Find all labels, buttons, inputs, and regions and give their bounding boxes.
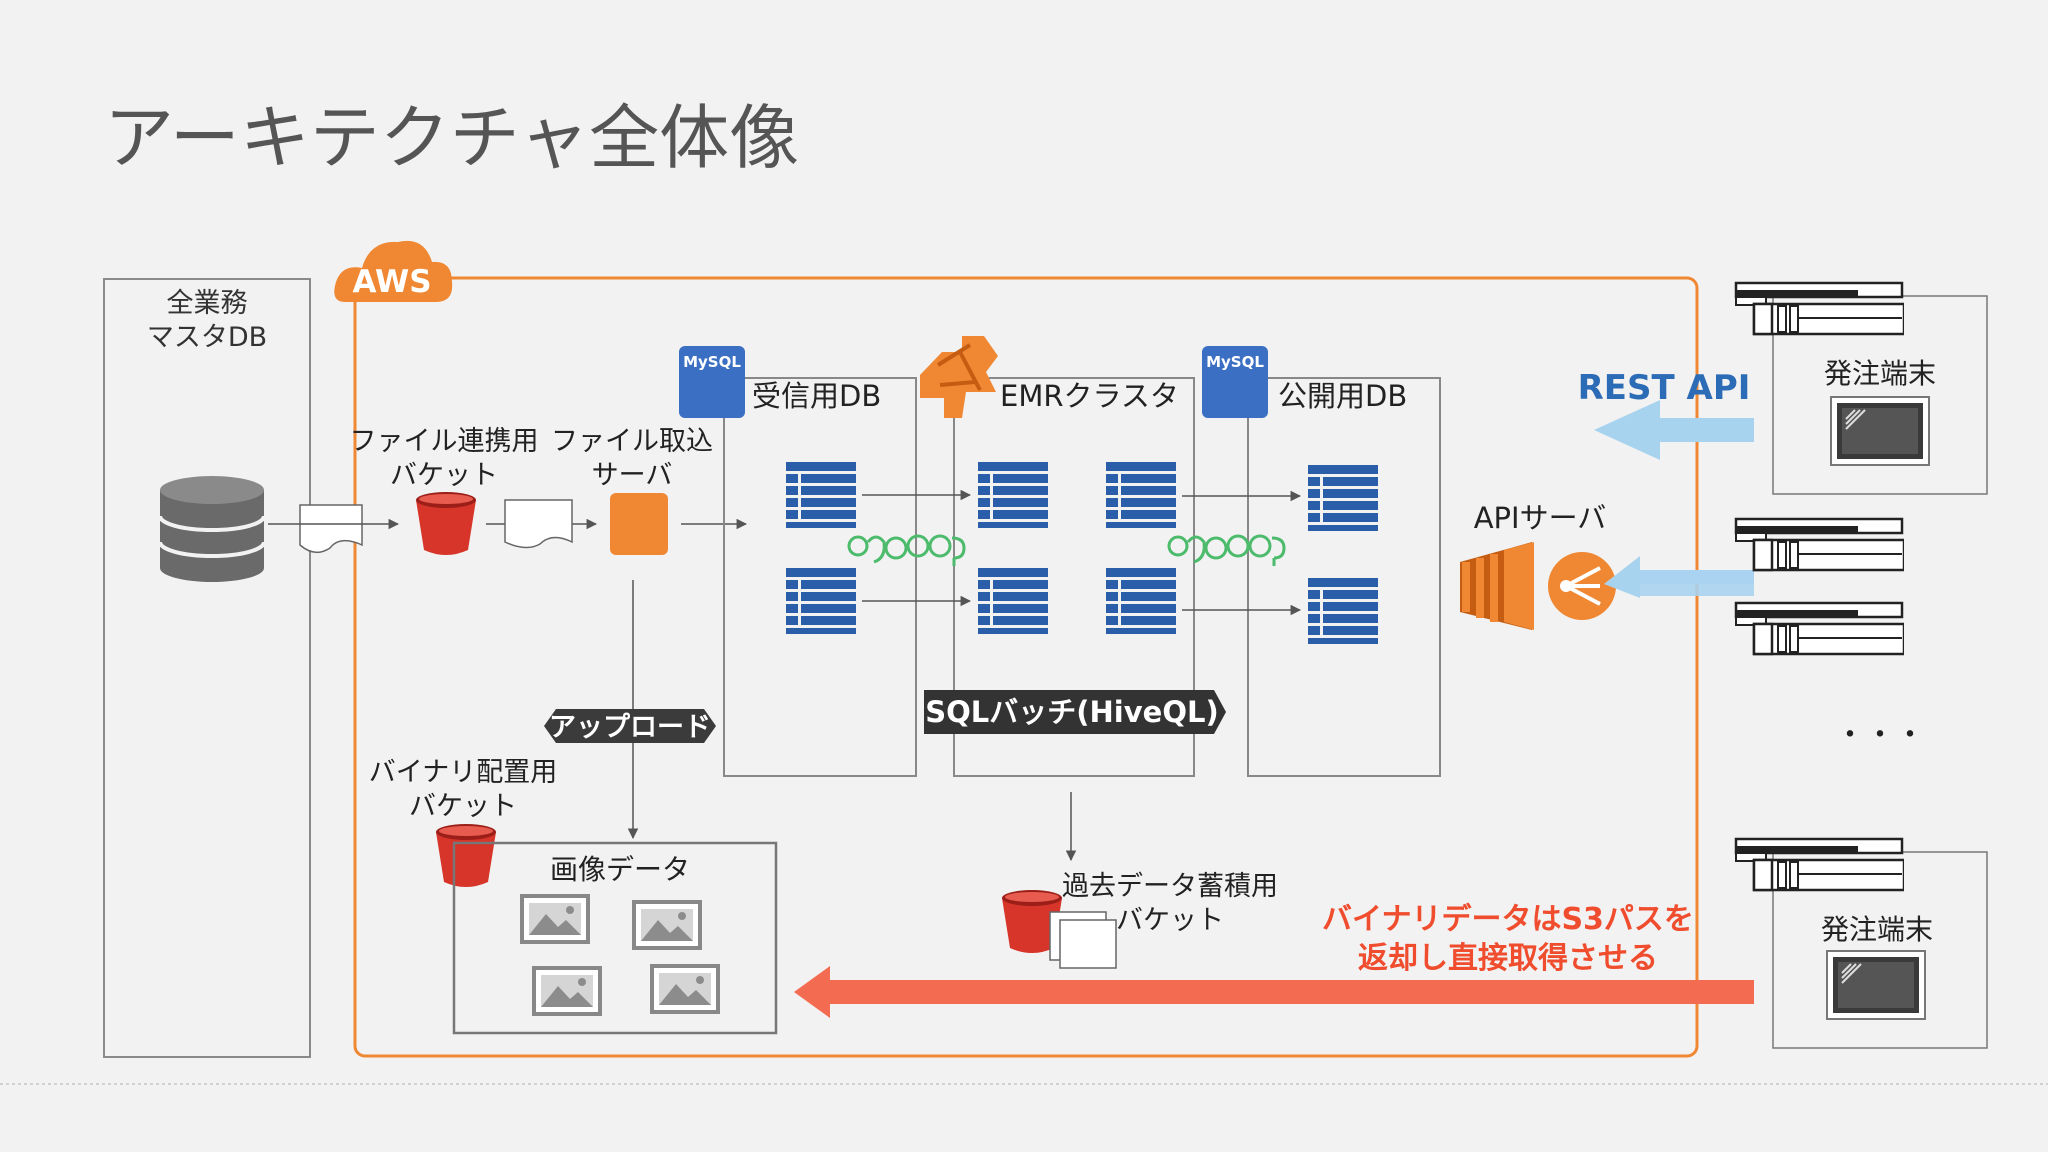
table-icon — [1106, 462, 1176, 528]
upload-label: アップロード — [549, 712, 711, 743]
master-db-label-1: 全業務 — [167, 288, 248, 319]
more-terminals-ellipsis: ・・・ — [1835, 718, 1925, 753]
receive-db-box — [723, 377, 917, 777]
binary-note-line-1: バイナリデータはS3パスを — [1322, 902, 1694, 937]
table-icon — [786, 462, 856, 528]
table-icon — [978, 568, 1048, 634]
file-bucket-label-1: ファイル連携用 — [350, 426, 539, 457]
table-icon — [1308, 578, 1378, 644]
master-db-box — [103, 278, 311, 1058]
table-icon — [786, 568, 856, 634]
hadoop-icon — [1167, 534, 1286, 568]
api-server-label: APIサーバ — [1474, 501, 1607, 535]
mysql-icon: MySQL — [1202, 346, 1268, 418]
rest-api-label: REST API — [1578, 368, 1751, 408]
binary-bucket-label-1: バイナリ配置用 — [369, 757, 557, 788]
mysql-icon: MySQL — [679, 346, 745, 418]
emr-icon — [920, 336, 998, 418]
public-db-label: 公開用DB — [1278, 379, 1407, 413]
master-db-label-2: マスタDB — [147, 322, 267, 353]
file-bucket-label-2: バケット — [390, 460, 498, 491]
bucket-icon — [416, 492, 476, 555]
file-icon — [504, 499, 573, 549]
aws-cloud-icon: AWS — [334, 240, 453, 302]
file-icon — [299, 504, 363, 554]
screen-icon — [1826, 950, 1926, 1020]
image-icon — [520, 894, 590, 944]
archive-bucket-label-1: 過去データ蓄積用 — [1062, 871, 1278, 902]
import-server-label-2: サーバ — [592, 460, 673, 491]
printer-icon — [1734, 837, 1904, 892]
hadoop-icon — [847, 534, 966, 568]
request-arrow-2-body — [1640, 570, 1754, 596]
image-icon — [650, 964, 720, 1014]
import-server-label-1: ファイル取込 — [551, 426, 713, 457]
table-icon — [1106, 568, 1176, 634]
binary-bucket-label-2: バケット — [409, 791, 517, 822]
bucket-icon — [436, 824, 496, 887]
rest-api-arrow — [1594, 400, 1754, 460]
emr-label: EMRクラスタ — [1000, 379, 1179, 413]
emr-cluster-box — [953, 377, 1195, 777]
mysql-badge-receive: MySQL — [683, 353, 741, 371]
receive-db-label: 受信用DB — [752, 379, 881, 413]
mysql-badge-public: MySQL — [1206, 353, 1264, 371]
table-icon — [1308, 465, 1378, 531]
aws-label: AWS — [352, 264, 431, 300]
terminal-label-2: 発注端末 — [1821, 913, 1933, 946]
table-icon — [978, 462, 1048, 528]
archive-bucket-label-2: バケット — [1116, 905, 1224, 936]
sql-batch-tag: SQLバッチ(HiveQL) — [924, 690, 1226, 734]
database-icon — [158, 476, 266, 582]
binary-response-arrow — [794, 966, 1754, 1018]
elb-icon — [1548, 552, 1616, 620]
page-title: アーキテクチャ全体像 — [104, 97, 799, 179]
image-icon — [532, 966, 602, 1016]
printer-icon — [1734, 601, 1904, 656]
binary-note-line-2: 返却し直接取得させる — [1358, 941, 1658, 976]
screen-icon — [1830, 396, 1930, 466]
upload-tag: アップロード — [544, 709, 716, 743]
ec2-icon — [1460, 542, 1534, 630]
file-icon — [1049, 911, 1117, 969]
image-data-label: 画像データ — [550, 853, 690, 886]
public-db-box — [1247, 377, 1441, 777]
sql-batch-label: SQLバッチ(HiveQL) — [925, 695, 1218, 729]
terminal-label-1: 発注端末 — [1824, 357, 1936, 390]
image-icon — [632, 900, 702, 950]
printer-icon — [1734, 517, 1904, 572]
server-icon — [610, 493, 668, 555]
printer-icon — [1734, 281, 1904, 336]
aws-cloud-container — [353, 276, 1699, 1058]
image-data-box — [452, 841, 778, 1035]
